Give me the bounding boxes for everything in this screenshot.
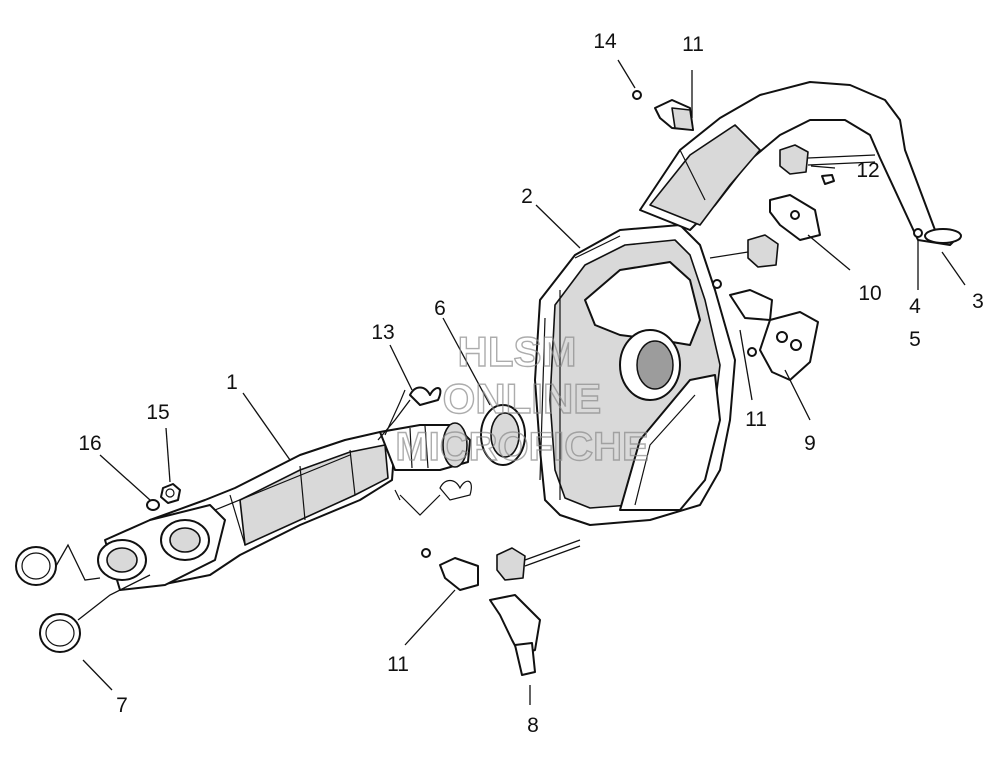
callout-6: 6 <box>434 297 446 320</box>
callout-12: 12 <box>856 159 879 182</box>
front-header-pipe <box>97 422 471 591</box>
header-gaskets <box>15 543 151 653</box>
callout-14: 14 <box>593 30 617 53</box>
callout-2: 2 <box>521 185 533 208</box>
callout-3: 3 <box>972 290 984 313</box>
callout-8: 8 <box>527 714 539 737</box>
watermark-line3: MICROFICHE <box>395 425 648 469</box>
callout-1: 1 <box>226 371 238 394</box>
callout-15: 15 <box>146 401 169 424</box>
callout-11-bottom: 11 <box>387 653 409 676</box>
watermark-line1: HLSM <box>458 328 577 375</box>
tail-pipe <box>639 81 962 246</box>
mount-brackets <box>421 90 876 676</box>
callout-5: 5 <box>909 328 921 351</box>
callouts: 1 2 3 4 5 6 7 8 9 10 11 11 11 12 13 14 1… <box>78 30 984 737</box>
callout-13: 13 <box>371 321 394 344</box>
callout-9: 9 <box>804 432 816 455</box>
callout-11-mid: 11 <box>745 408 767 431</box>
callout-16: 16 <box>78 432 101 455</box>
callout-4: 4 <box>909 295 921 318</box>
watermark-line2: ONLINE <box>443 375 602 422</box>
seal-ring <box>480 404 526 466</box>
callout-10: 10 <box>858 282 881 305</box>
callout-11-top: 11 <box>682 33 704 56</box>
nut-and-washer <box>146 483 181 511</box>
springs <box>377 386 472 516</box>
muffler <box>534 224 736 526</box>
watermark: HLSM ONLINE MICROFICHE <box>395 327 650 469</box>
leader-lines <box>82 59 966 705</box>
callout-7: 7 <box>116 694 128 717</box>
